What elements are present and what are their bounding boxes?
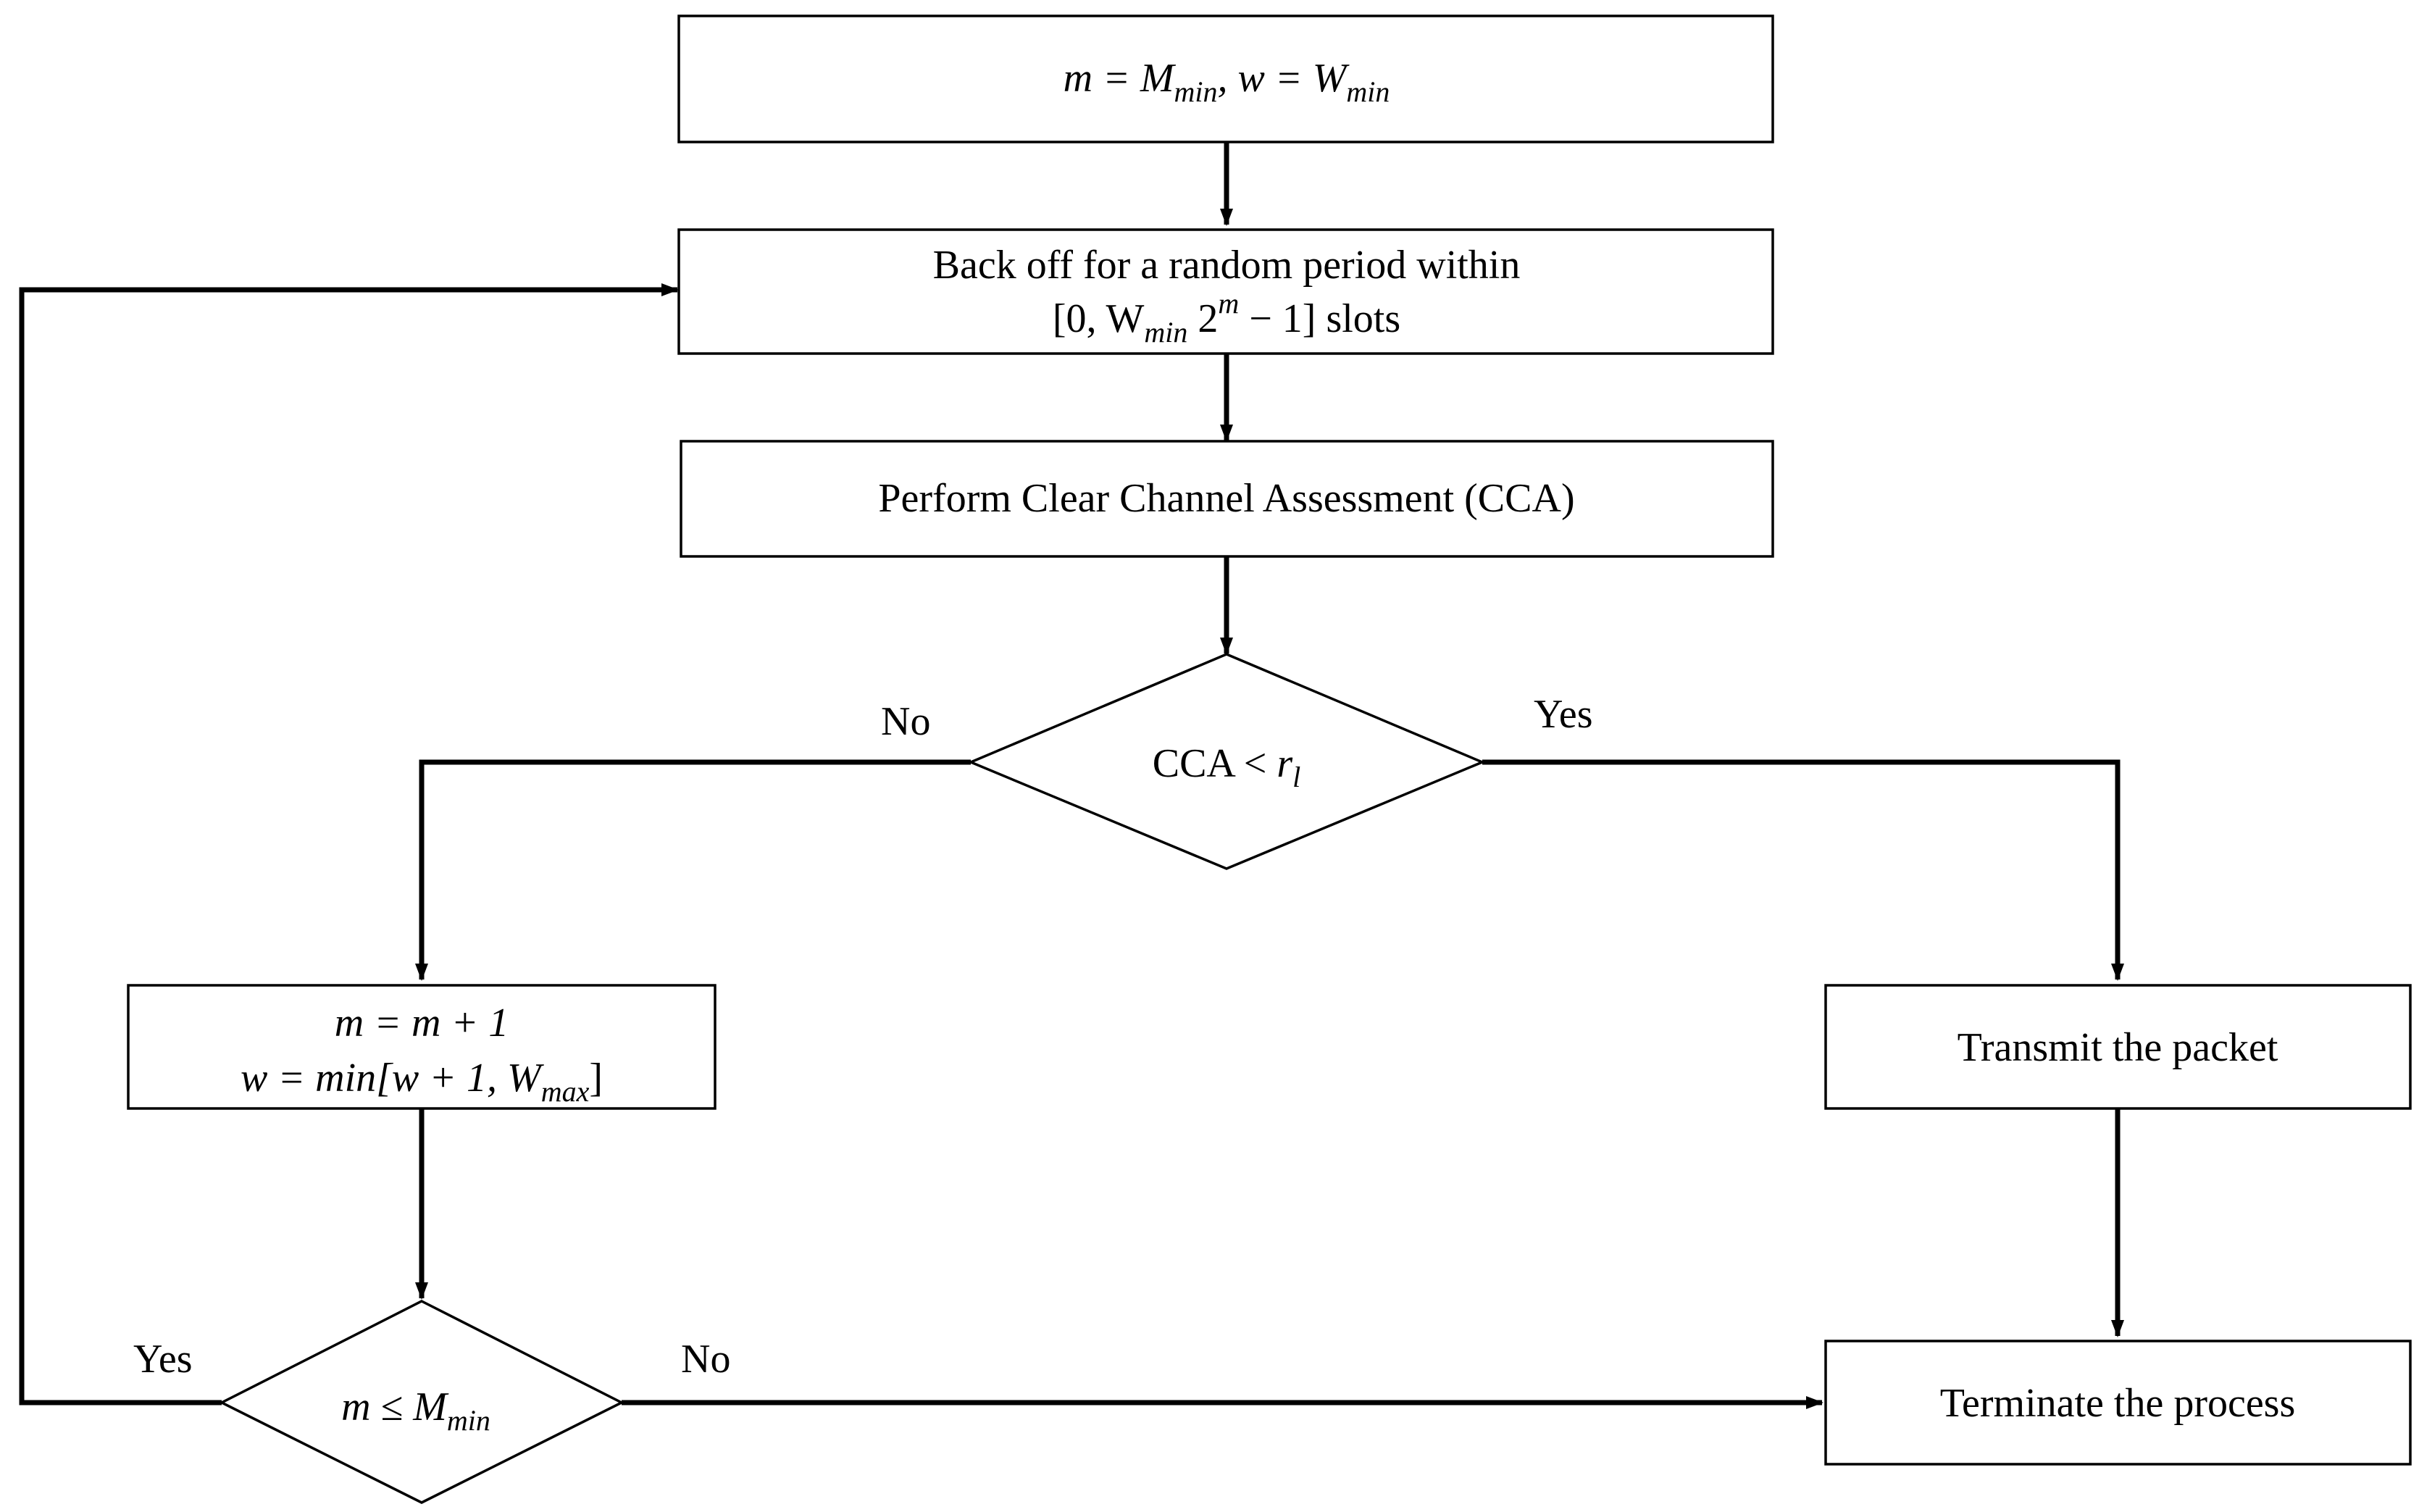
svg-text:Terminate the process: Terminate the process — [1940, 1381, 2296, 1426]
edge-label-cca-no: No — [881, 699, 930, 744]
edges — [19, 142, 2124, 1409]
edge-label-m-no: No — [681, 1337, 730, 1382]
node-cca: Perform Clear Channel Assessment (CCA) — [680, 440, 1774, 558]
node-decision-cca: CCA < rl — [967, 653, 1486, 870]
svg-text:Back off for a random period w: Back off for a random period within — [933, 243, 1521, 288]
edge-decision-yes — [1482, 759, 2124, 981]
node-transmit: Transmit the packet — [1824, 984, 2412, 1110]
svg-text:Perform Clear Channel Assessme: Perform Clear Channel Assessment (CCA) — [878, 476, 1574, 521]
svg-text:CCA < rl: CCA < rl — [1153, 741, 1301, 793]
svg-text:m ≤ Mmin: m ≤ Mmin — [341, 1384, 490, 1437]
node-decision-m: m ≤ Mmin — [219, 1300, 624, 1504]
node-terminate: Terminate the process — [1824, 1340, 2412, 1466]
edge-check-yes-loop — [19, 283, 679, 1406]
svg-text:w = min[w + 1, Wmax]: w = min[w + 1, Wmax] — [241, 1056, 603, 1108]
node-backoff: Back off for a random period within [0, … — [677, 228, 1774, 355]
svg-text:[0, Wmin 2m − 1] slots: [0, Wmin 2m − 1] slots — [1053, 287, 1400, 348]
node-increment: m = m + 1 w = min[w + 1, Wmax] — [127, 984, 716, 1110]
svg-text:m = m + 1: m = m + 1 — [335, 1001, 509, 1045]
svg-text:Transmit the packet: Transmit the packet — [1958, 1025, 2278, 1070]
node-init: m = Mmin, w = Wmin — [677, 14, 1774, 143]
edge-label-cca-yes: Yes — [1534, 692, 1592, 737]
edge-decision-no — [415, 759, 971, 981]
svg-text:m = Mmin, w = Wmin: m = Mmin, w = Wmin — [1064, 56, 1390, 108]
edge-label-m-yes: Yes — [133, 1337, 192, 1382]
